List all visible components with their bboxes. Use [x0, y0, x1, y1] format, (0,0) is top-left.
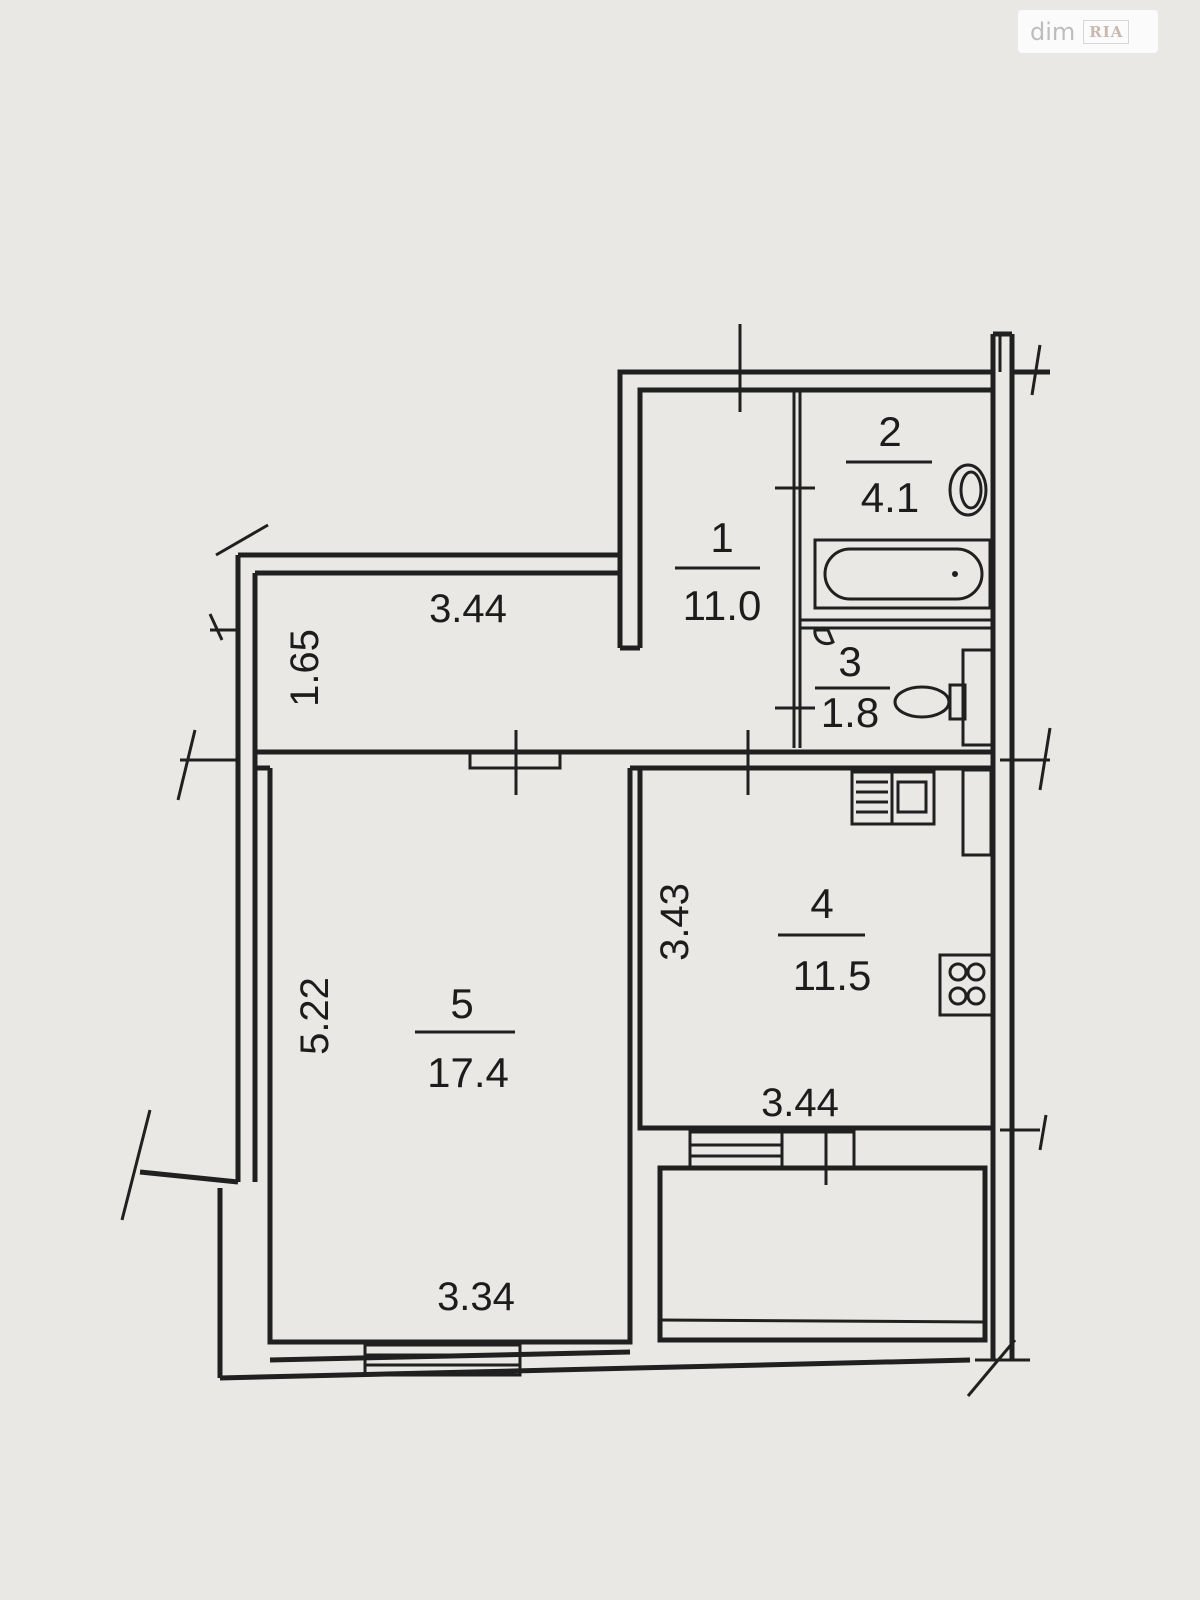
watermark-brand: dim	[1030, 17, 1076, 46]
room-1-number: 1	[710, 514, 733, 561]
room-5-label: 5 17.4	[415, 980, 515, 1096]
room-2-number: 2	[878, 408, 901, 455]
stove	[938, 953, 994, 1017]
room-3-label: 3 1.8	[815, 638, 890, 736]
dim-living-width: 3.34	[437, 1275, 515, 1319]
room-5-number: 5	[450, 980, 473, 1027]
shaft	[961, 648, 995, 747]
toilet	[813, 628, 967, 721]
dim-kitchen-depth: 3.43	[653, 883, 697, 961]
axis-ticks	[120, 324, 1052, 1397]
washbasin	[948, 463, 988, 517]
dim-kitchen-width: 3.44	[761, 1081, 839, 1125]
dim-ria-watermark: dim RIA	[1018, 10, 1158, 53]
room-1-area: 11.0	[683, 582, 762, 629]
dim-corridor-width: 3.44	[429, 587, 507, 631]
room-2-area: 4.1	[861, 474, 919, 521]
dim-corridor-depth: 1.65	[283, 629, 327, 707]
room-5-area: 17.4	[427, 1049, 509, 1096]
room-1-label: 1 11.0	[675, 514, 761, 629]
room-4-number: 4	[810, 880, 833, 927]
room-2-label: 2 4.1	[846, 408, 932, 521]
room-3-number: 3	[838, 638, 861, 685]
bathtub	[813, 538, 992, 610]
watermark-badge: RIA	[1083, 19, 1130, 44]
dim-living-depth: 5.22	[293, 977, 337, 1055]
sink	[850, 768, 993, 857]
room-3-area: 1.8	[821, 689, 879, 736]
room-4-area: 11.5	[793, 952, 872, 999]
room-4-label: 4 11.5	[778, 880, 871, 999]
interior-walls	[255, 388, 995, 1345]
